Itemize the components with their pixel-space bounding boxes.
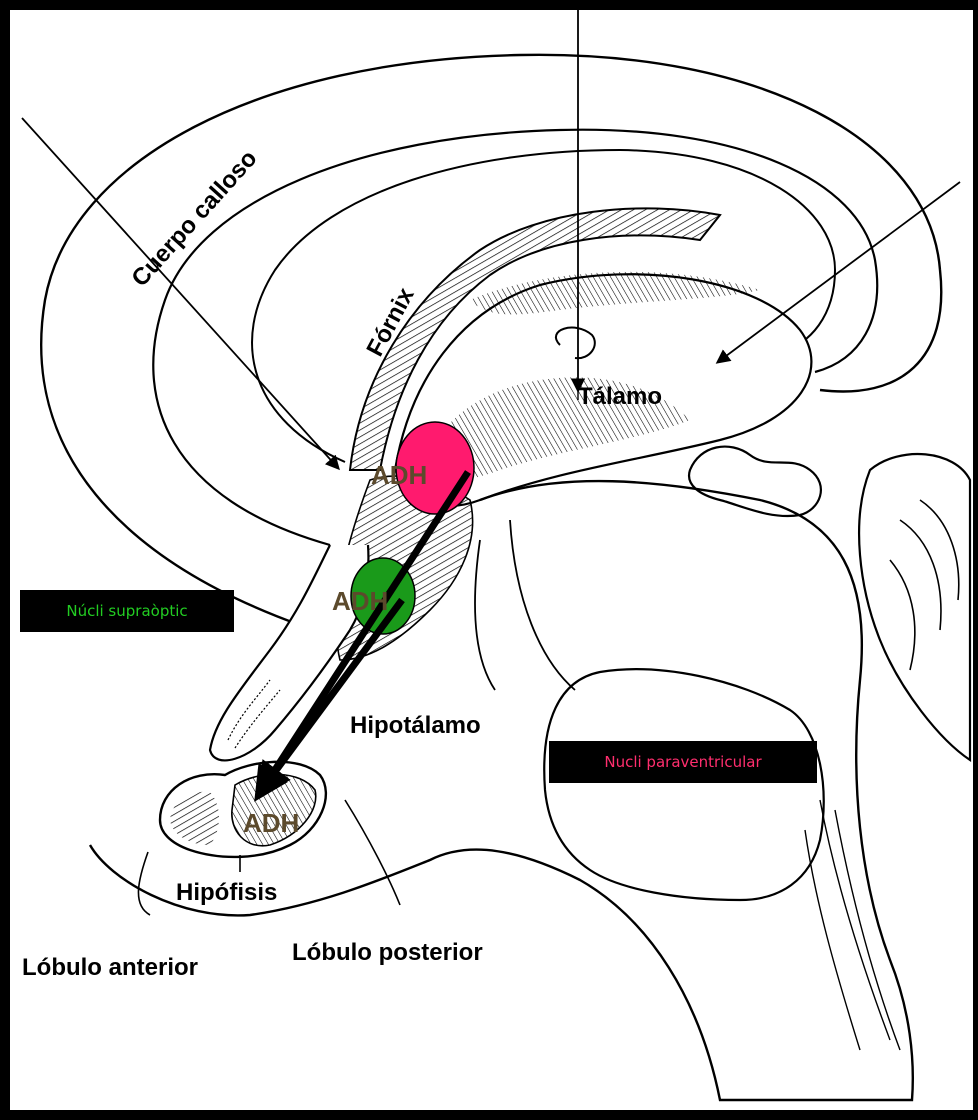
paraventricular-nucleus-caption: Nucli paraventricular — [549, 741, 817, 783]
paraventricular-caption-text: Nucli paraventricular — [604, 753, 761, 771]
label-lobulo-anterior: Lóbulo anterior — [22, 954, 198, 981]
label-adh-hipofisis: ADH — [243, 808, 299, 838]
label-adh-paraventricular: ADH — [371, 460, 427, 490]
label-hipofisis: Hipófisis — [176, 879, 277, 906]
label-adh-supraoptic: ADH — [332, 586, 388, 616]
label-lobulo-posterior: Lóbulo posterior — [292, 939, 483, 966]
label-talamo: Tálamo — [578, 383, 662, 410]
supraoptic-caption-text: Núcli supraòptic — [66, 602, 187, 620]
label-hipotalamo: Hipotálamo — [350, 712, 481, 739]
supraoptic-nucleus-caption: Núcli supraòptic — [20, 590, 234, 632]
